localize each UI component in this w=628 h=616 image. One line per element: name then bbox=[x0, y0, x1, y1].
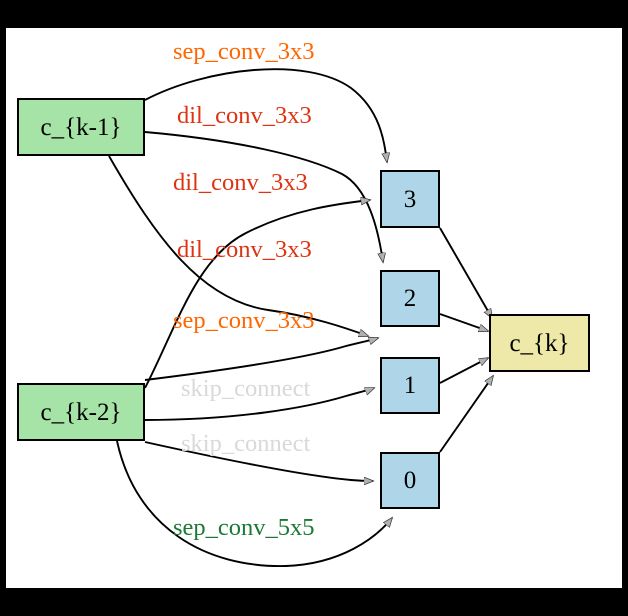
graph-edges-layer bbox=[108, 68, 622, 567]
edge-label-dil-conv-3x3-ck2-n3: dil_conv_3x3 bbox=[173, 169, 308, 196]
edge-ck2-to-n2-sep-conv-3x3 bbox=[144, 338, 378, 381]
node-label: c_{k} bbox=[509, 329, 570, 357]
edge-ck2-to-n3-dil-conv-3x3 bbox=[144, 200, 370, 389]
edge-ck2-to-n1-skip-connect bbox=[144, 387, 374, 421]
node-1[interactable]: 1 bbox=[380, 357, 440, 414]
node-label: c_{k-2} bbox=[40, 398, 122, 426]
edge-label-dil-conv-3x3-ck1-n2: dil_conv_3x3 bbox=[177, 102, 312, 129]
edge-label-skip-connect-ck2-n1: skip_connect bbox=[181, 375, 311, 402]
node-label: c_{k-1} bbox=[40, 113, 122, 141]
edge-ck1-to-n0-dil-conv-3x3 bbox=[108, 155, 368, 336]
edge-ck1-to-n2-dil-conv-3x3 bbox=[144, 131, 383, 262]
edge-ck2-to-n0-skip-connect bbox=[144, 441, 373, 481]
edge-label-sep-conv-3x3-ck1-n3: sep_conv_3x3 bbox=[173, 38, 315, 65]
node-label: 0 bbox=[403, 467, 417, 494]
edge-label-sep-conv-3x3-ck2-n2: sep_conv_3x3 bbox=[173, 307, 315, 334]
node-c-k-minus-1[interactable]: c_{k-1} bbox=[17, 98, 145, 156]
edge-n1-to-ck bbox=[439, 357, 488, 384]
node-c-k-minus-2[interactable]: c_{k-2} bbox=[17, 383, 145, 441]
node-2[interactable]: 2 bbox=[380, 270, 440, 327]
node-label: 1 bbox=[403, 372, 417, 399]
edge-label-sep-conv-5x5-ck2-n0: sep_conv_5x5 bbox=[173, 514, 315, 541]
node-0[interactable]: 0 bbox=[380, 452, 440, 509]
node-label: 2 bbox=[403, 285, 417, 312]
node-label: 3 bbox=[403, 185, 417, 213]
edge-n2-to-ck bbox=[439, 313, 488, 331]
edge-ck2-to-n0-sep-conv-5x5 bbox=[116, 440, 392, 567]
node-3[interactable]: 3 bbox=[380, 170, 440, 228]
edge-label-dil-conv-3x3-ck1-n0: dil_conv_3x3 bbox=[177, 236, 312, 263]
node-c-k[interactable]: c_{k} bbox=[489, 314, 590, 372]
edge-label-skip-connect-ck2-n0: skip_connect bbox=[181, 430, 311, 457]
edge-ck1-to-n3-sep-conv-3x3 bbox=[144, 68, 387, 162]
edge-n3-to-ck bbox=[439, 227, 492, 318]
graph-canvas: c_{k-1} c_{k-2} 3 2 1 0 c_{k} sep_conv_3… bbox=[6, 28, 622, 588]
edge-n0-to-ck bbox=[439, 376, 493, 453]
